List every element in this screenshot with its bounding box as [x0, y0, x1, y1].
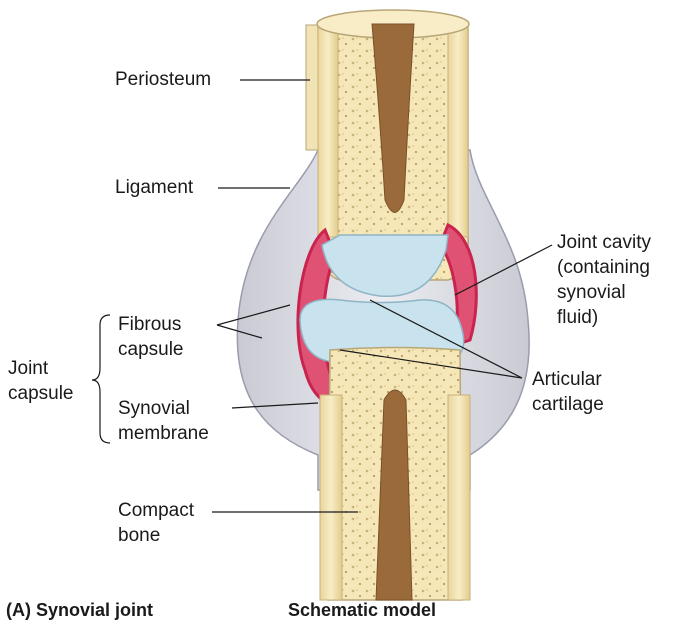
lower-compact-left — [319, 394, 343, 601]
label-articular-cartilage-line1: Articular — [532, 369, 602, 390]
periosteum-layer — [305, 24, 319, 151]
lower-marrow-cavity — [375, 389, 413, 601]
upper-compact-left — [317, 21, 339, 238]
label-joint-cavity-line1: Joint cavity — [557, 232, 651, 253]
label-ligament: Ligament — [115, 177, 194, 198]
label-synovial-membrane-line1: Synovial — [118, 398, 190, 419]
lower-compact-right — [447, 394, 471, 601]
label-joint-cavity-line4: fluid) — [557, 307, 599, 328]
upper-compact-right — [447, 21, 469, 238]
caption-synovial-joint: (A) Synovial joint — [6, 600, 154, 620]
upper-articular-cartilage — [321, 234, 449, 298]
label-joint-capsule-line1: Joint — [8, 358, 49, 379]
label-synovial-membrane: Synovial membrane — [118, 396, 209, 446]
label-compact-bone-line1: Compact — [118, 500, 195, 521]
label-fibrous-capsule: Fibrous capsule — [118, 312, 184, 362]
label-periosteum: Periosteum — [115, 69, 212, 90]
label-compact-bone: Compact bone — [118, 498, 194, 548]
leader-lines — [91, 79, 553, 513]
label-synovial-membrane-line2: membrane — [118, 423, 209, 444]
label-joint-capsule: Joint capsule — [8, 356, 74, 406]
label-joint-capsule-line2: capsule — [8, 383, 74, 404]
label-fibrous-capsule-line1: Fibrous — [118, 314, 182, 335]
label-joint-cavity-line3: synovial — [557, 282, 626, 303]
upper-marrow-cavity — [371, 23, 415, 213]
caption-schematic-model: Schematic model — [288, 600, 437, 620]
label-compact-bone-line2: bone — [118, 525, 161, 546]
label-joint-cavity: Joint cavity (containing synovial fluid) — [557, 230, 651, 330]
label-articular-cartilage-line2: cartilage — [532, 394, 604, 415]
label-fibrous-capsule-line2: capsule — [118, 339, 184, 360]
label-articular-cartilage: Articular cartilage — [532, 367, 604, 417]
label-joint-cavity-line2: (containing — [557, 257, 650, 278]
